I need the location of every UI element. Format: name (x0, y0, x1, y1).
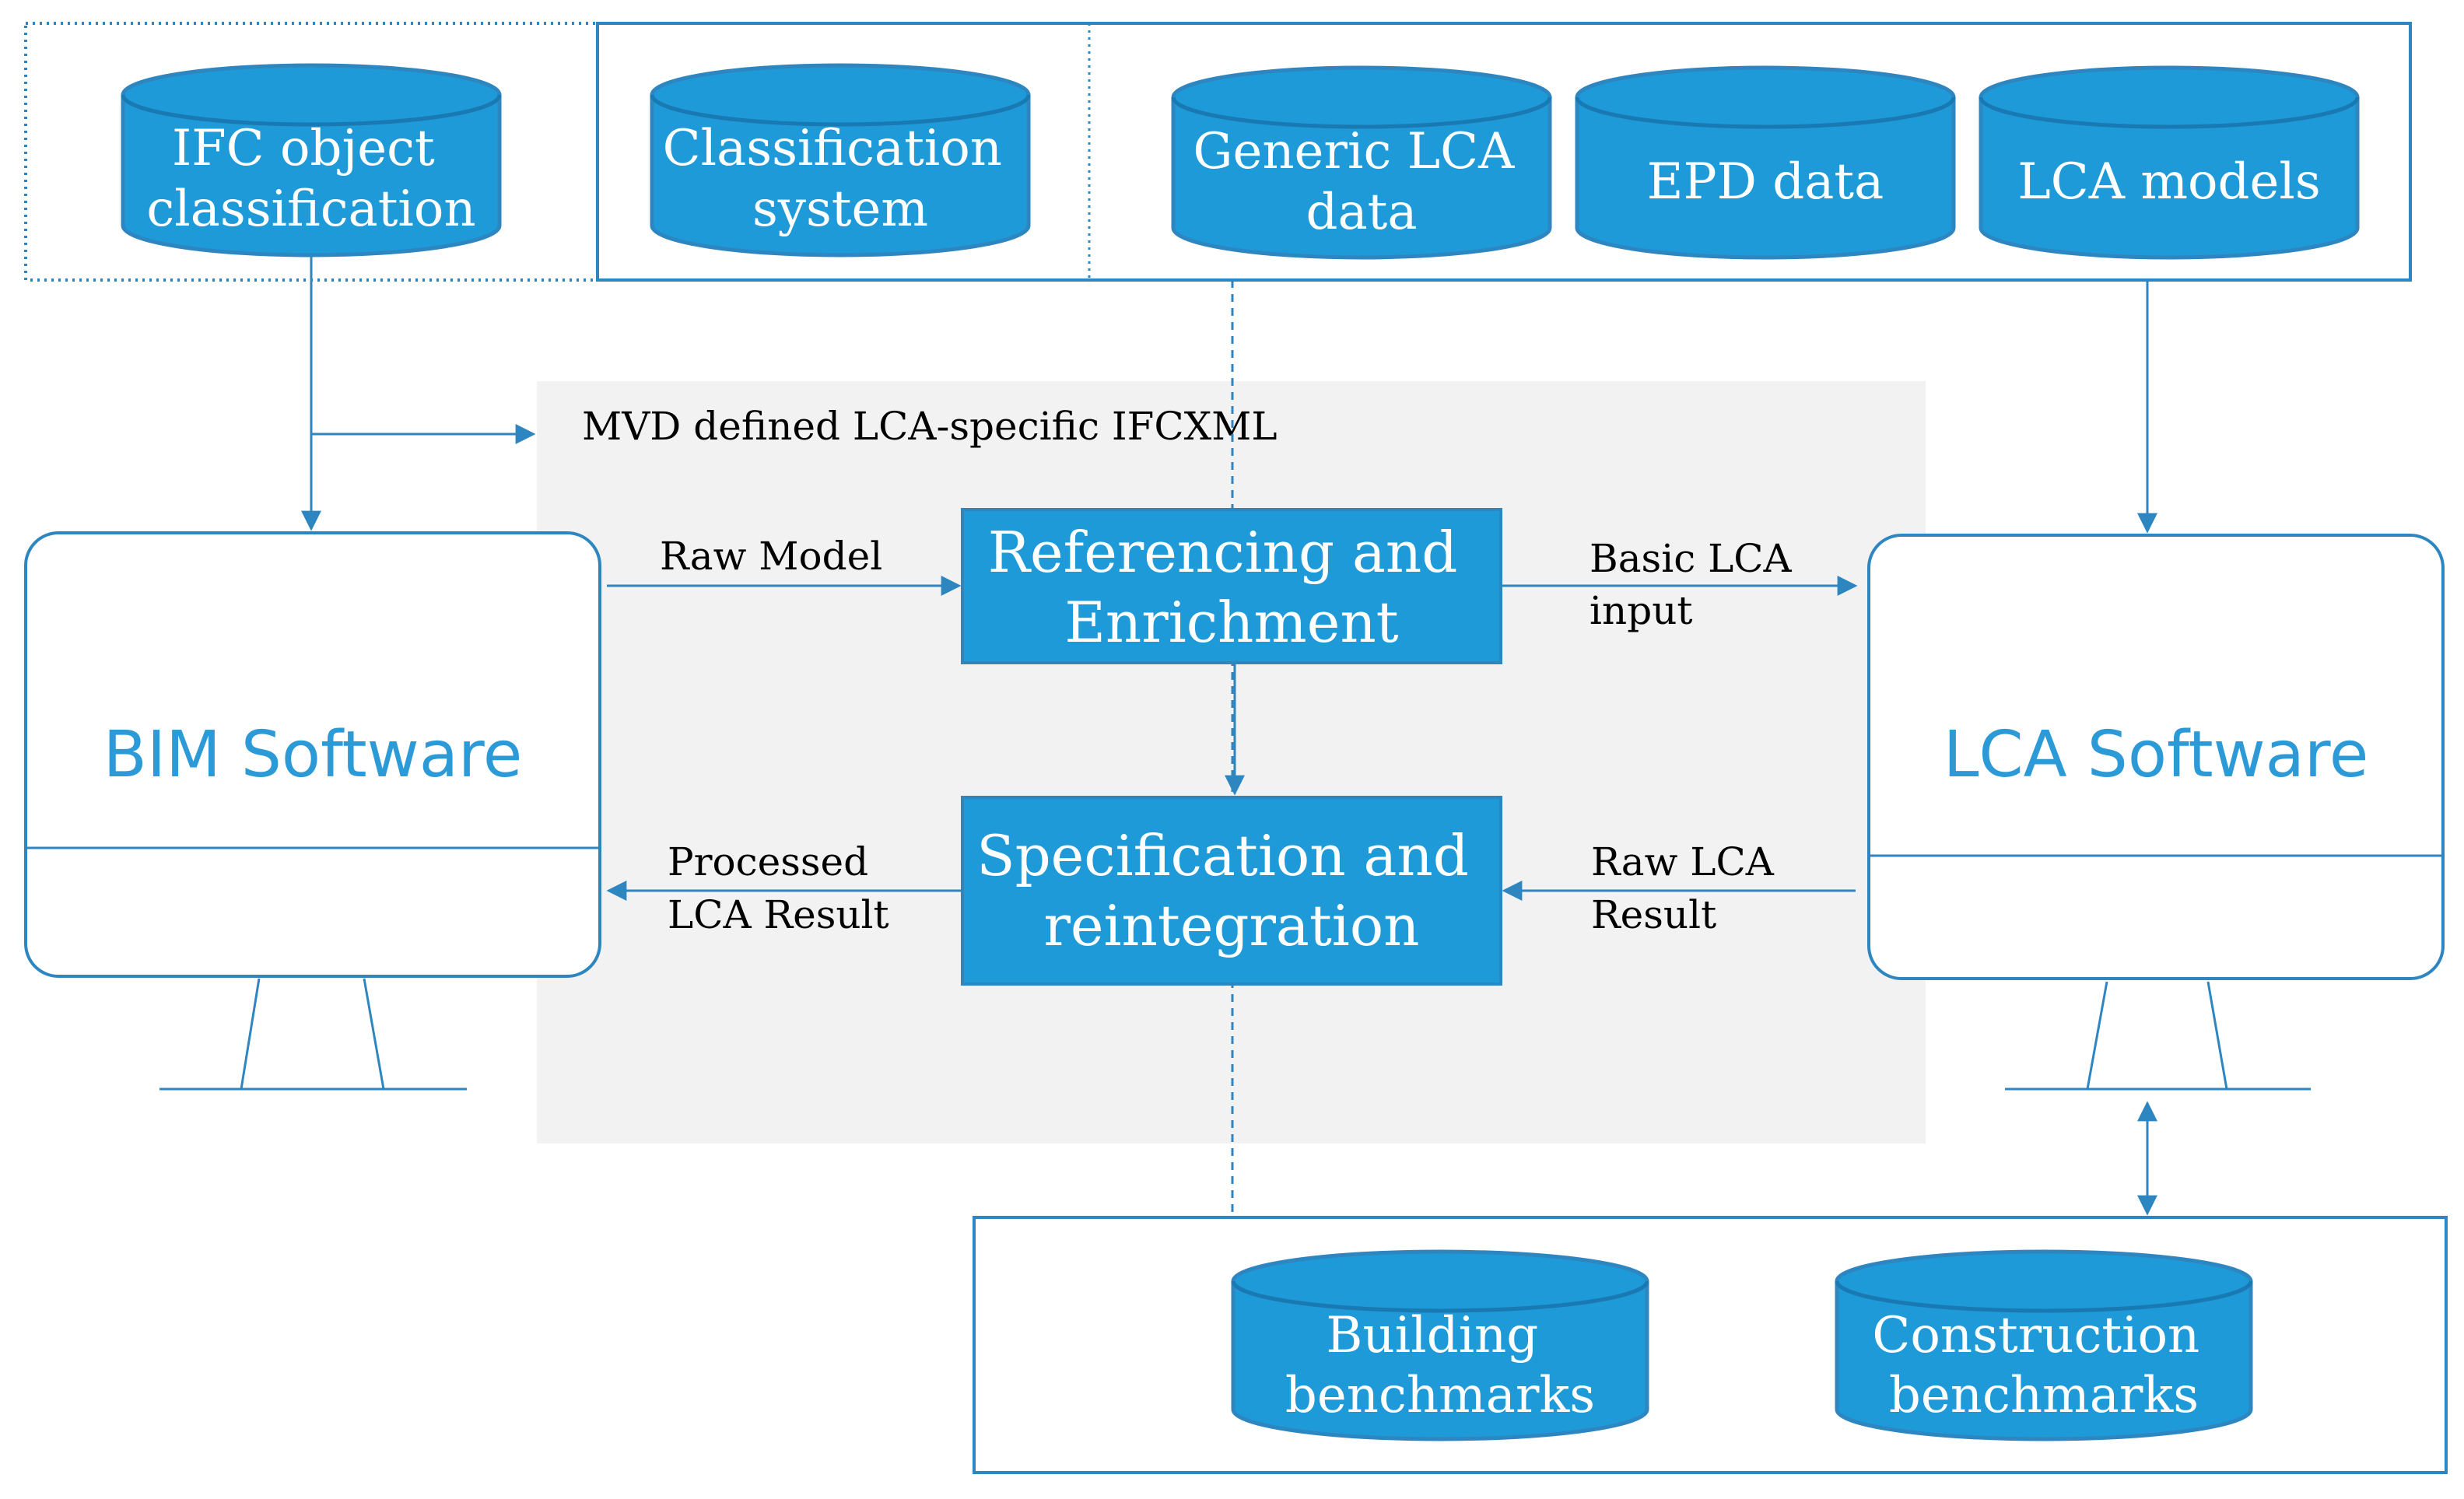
process-label-line: Specification and (976, 823, 1469, 888)
svg-text:LCA models: LCA models (2017, 153, 2320, 211)
flow-label-raw-model: Raw Model (660, 534, 882, 579)
svg-text:Specification and reint: Specification and reintegration (976, 823, 1487, 958)
svg-text:IFC object classificatio: IFC object classification (146, 120, 475, 238)
svg-text:Classification system: Classification system (663, 120, 1018, 238)
flow-label-line: Processed (668, 839, 868, 884)
flow-label-processed-lca-result: Processed LCA Result (668, 839, 889, 937)
svg-text:Referencing and Enrichm: Referencing and Enrichment (988, 520, 1475, 655)
db-ifc-object-classification: IFC object classification (121, 63, 502, 257)
data-source-box (596, 22, 2412, 282)
db-label-line: benchmarks (1285, 1367, 1595, 1424)
bim-software-monitor: BIM Software (24, 531, 601, 1091)
db-label-line: system (752, 180, 928, 238)
db-label-line: EPD data (1647, 153, 1884, 211)
db-label-line: benchmarks (1889, 1367, 2199, 1424)
db-label-line: Generic LCA (1193, 123, 1515, 180)
flow-label-basic-lca-input: Basic LCA input (1590, 536, 1804, 633)
process-specification-reintegration: Specification and reintegration (961, 796, 1502, 986)
db-label-line: Construction (1872, 1307, 2199, 1364)
lca-software-monitor: LCA Software (1867, 534, 2445, 1091)
db-label-line: classification (146, 180, 475, 238)
benchmark-box (973, 1216, 2448, 1474)
bim-software-label: BIM Software (103, 718, 523, 792)
db-generic-lca-data: Generic LCA data (1171, 65, 1552, 260)
db-classification-system: Classification system (650, 63, 1031, 257)
svg-text:EPD data: EPD data (1647, 153, 1884, 211)
process-referencing-enrichment: Referencing and Enrichment (961, 508, 1502, 664)
svg-text:Construction benchmarks: Construction benchmarks (1872, 1307, 2215, 1424)
db-label-line: data (1306, 184, 1418, 241)
flow-label-line: Raw LCA (1591, 839, 1775, 884)
svg-text:Generic LCA data: Generic LCA data (1193, 123, 1530, 241)
process-label-line: reintegration (1043, 893, 1419, 958)
db-label-line: IFC object (172, 120, 435, 177)
svg-text:Building benchmarks: Building benchmarks (1285, 1307, 1595, 1424)
flow-label-line: Basic LCA (1590, 536, 1793, 581)
process-label-line: Enrichment (1064, 590, 1398, 655)
mvd-area-label: MVD defined LCA-specific IFCXML (582, 404, 1278, 449)
db-building-benchmarks: Building benchmarks (1231, 1249, 1649, 1441)
db-epd-data: EPD data (1575, 65, 1956, 260)
db-label-line: Building (1326, 1307, 1538, 1364)
db-label-line: Classification (663, 120, 1002, 177)
db-construction-benchmarks: Construction benchmarks (1835, 1249, 2253, 1441)
flow-label-line: LCA Result (668, 892, 889, 937)
flow-label-line: input (1590, 588, 1693, 633)
db-lca-models: LCA models (1979, 65, 2360, 260)
db-label-line: LCA models (2017, 153, 2320, 211)
process-label-line: Referencing and (988, 520, 1458, 585)
flow-label-line: Raw Model (660, 534, 882, 579)
flow-label-line: Result (1591, 892, 1716, 937)
lca-software-label: LCA Software (1944, 718, 2369, 792)
flow-label-raw-lca-result: Raw LCA Result (1591, 839, 1786, 937)
